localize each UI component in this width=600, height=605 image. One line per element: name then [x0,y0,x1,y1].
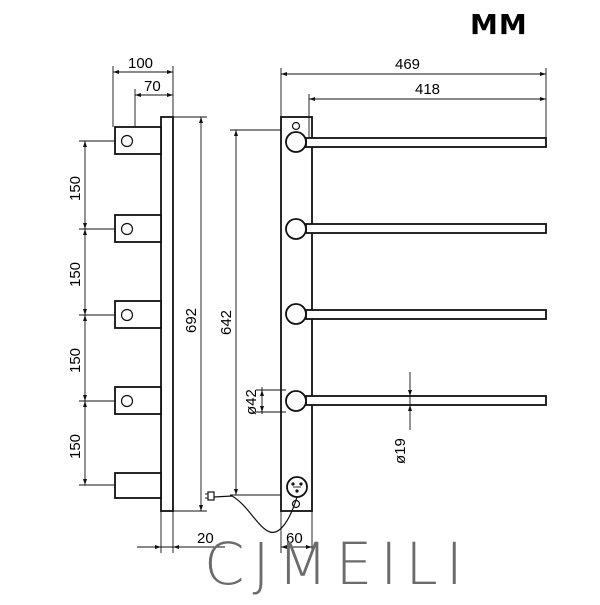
side-post [160,116,174,512]
side-bracket-bottom [114,472,162,499]
unit-label: MM [470,8,528,41]
dim-depth-bottom: 20 [197,530,214,547]
power-socket-icon [286,476,308,498]
side-bracket [114,386,162,415]
front-view: 469 418 642 ø42 ø19 60 [205,56,547,553]
mount-hole-top [291,121,301,131]
towel-arm [285,390,547,412]
side-bracket [114,300,162,329]
towel-arm [285,131,547,153]
dim-hub-diameter: ø42 [243,389,260,415]
dim-height-side: 692 [183,308,200,333]
dim-height-front: 642 [218,310,235,335]
dim-width-total-front: 469 [395,56,420,73]
dim-bar-length: 418 [415,81,440,98]
dim-width-total: 100 [128,55,153,72]
dim-spacing-1: 150 [67,176,84,201]
towel-arm [285,218,547,240]
brand-logo: CJMEILI [204,530,471,598]
side-view: 100 70 150 150 150 150 692 20 [67,55,225,553]
power-cord [213,495,298,533]
side-bracket [114,126,162,155]
towel-arm [285,303,547,325]
dim-width-bracket: 70 [144,78,161,95]
side-bracket [114,214,162,243]
dim-spacing-4: 150 [67,434,84,459]
dim-panel-width: 60 [286,530,303,547]
dim-spacing-3: 150 [67,348,84,373]
dim-bar-diameter: ø19 [392,438,409,464]
power-plug [207,491,215,501]
dim-spacing-2: 150 [67,262,84,287]
